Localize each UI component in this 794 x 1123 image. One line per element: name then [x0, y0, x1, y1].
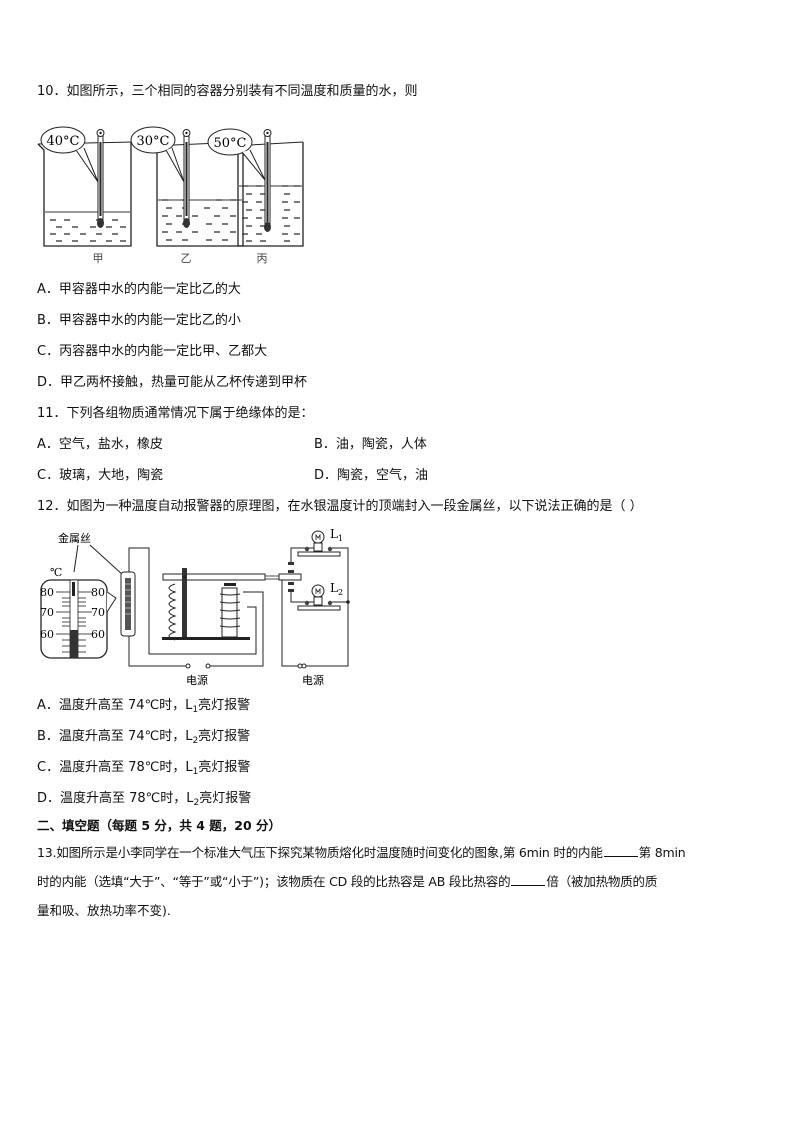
q13-line-1: 13.如图所示是小李同学在一个标准大气压下探究某物质熔化时温度随时间变化的图象,…: [37, 845, 686, 860]
beaker-label-yi: 乙: [181, 252, 192, 264]
metal-wire-label: 金属丝: [58, 531, 91, 545]
thermometer-magnified: 金属丝 ℃ 80 70 60 80 70 60: [40, 531, 125, 659]
q12-stem: 12．如图为一种温度自动报警器的原理图，在水银温度计的顶端封入一段金属丝，以下说…: [37, 499, 643, 514]
q13-line-2: 时的内能（选填“大于”、“等于”或“小于”)；该物质在 CD 段的比热容是 AB…: [37, 874, 658, 889]
scale-left-70: 70: [40, 606, 54, 619]
q11-stem: 11．下列各组物质通常情况下属于绝缘体的是：: [37, 406, 314, 421]
section-2-title: 二、填空题（每题 5 分，共 4 题，20 分）: [37, 818, 282, 833]
beaker-label-bing: 丙: [257, 252, 268, 264]
q13-blank-2[interactable]: [511, 874, 546, 886]
q10-option-a: A．甲容器中水的内能一定比乙的大: [37, 282, 241, 297]
q13-blank-1[interactable]: [603, 845, 638, 857]
q12-option-d: D．温度升高至 78℃时，L2亮灯报警: [37, 791, 252, 808]
scale-right-80: 80: [91, 586, 105, 599]
q12-option-b: B．温度升高至 74℃时，L2亮灯报警: [37, 729, 251, 746]
thermometer-in-circuit: [120, 571, 136, 637]
power-source-1-label: 电源: [186, 673, 208, 687]
q10-beakers-figure: 40°C 甲 30°C 乙: [37, 126, 304, 264]
q12-option-c: C．温度升高至 78℃时，L1亮灯报警: [37, 760, 251, 777]
q10-option-b: B．甲容器中水的内能一定比乙的小: [37, 313, 241, 328]
beaker-yi: 30°C 乙: [130, 126, 244, 264]
temp-label-yi: 30°C: [137, 134, 170, 149]
scale-left-80: 80: [40, 586, 54, 599]
lamp-l1: L1: [297, 527, 343, 557]
beaker-bing: 50°C 丙: [207, 128, 304, 264]
scale-right-70: 70: [91, 606, 105, 619]
q12-alarm-circuit-figure: 金属丝 ℃ 80 70 60 80 70 60: [40, 527, 350, 687]
power-source-2-label: 电源: [302, 673, 324, 687]
scale-right-60: 60: [91, 628, 105, 641]
lamp-l1-label: L1: [330, 527, 343, 543]
q11-option-c: C．玻璃，大地，陶瓷: [37, 468, 164, 483]
q10-stem: 10．如图所示，三个相同的容器分别装有不同温度和质量的水，则: [37, 84, 418, 99]
lamp-l2-label: L2: [330, 581, 343, 597]
beaker-jia: 40°C 甲: [37, 126, 132, 264]
temp-label-bing: 50°C: [214, 136, 247, 151]
q11-option-d: D．陶瓷，空气，油: [314, 468, 429, 483]
temp-label-jia: 40°C: [47, 134, 80, 149]
q10-option-c: C．丙容器中水的内能一定比甲、乙都大: [37, 344, 268, 359]
q11-option-b: B．油，陶瓷，人体: [314, 437, 427, 452]
control-circuit-wires: [128, 547, 264, 669]
q11-option-a: A．空气，盐水，橡皮: [37, 437, 163, 452]
lamp-circuit: L1 L2: [281, 527, 350, 669]
celsius-unit: ℃: [50, 566, 62, 579]
q13-line-3: 量和吸、放热功率不变).: [37, 903, 171, 918]
electromagnetic-relay: [162, 568, 302, 641]
q10-option-d: D．甲乙两杯接触，热量可能从乙杯传递到甲杯: [37, 375, 308, 390]
beaker-label-jia: 甲: [93, 252, 104, 264]
q12-option-a: A．温度升高至 74℃时，L1亮灯报警: [37, 698, 251, 715]
lamp-l2: L2: [297, 581, 343, 611]
scale-left-60: 60: [40, 628, 54, 641]
